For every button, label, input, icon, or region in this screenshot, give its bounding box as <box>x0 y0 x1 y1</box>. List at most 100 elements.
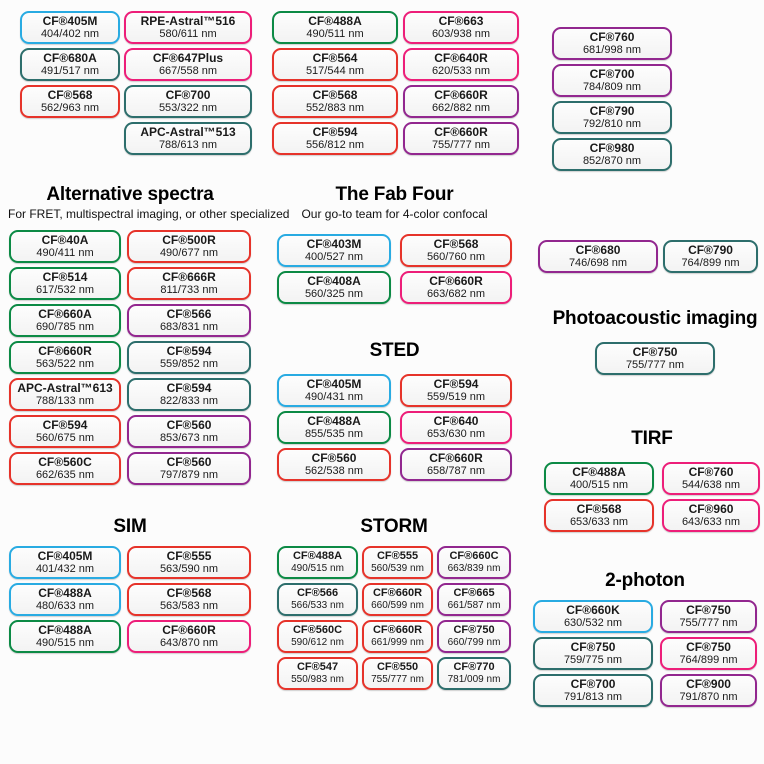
dye-ex-em-range: 788/133 nm <box>35 395 95 407</box>
dye-name: CF®790 <box>589 104 635 118</box>
dye-ex-em-range: 667/558 nm <box>158 65 218 77</box>
dye-name: APC-Astral™513 <box>140 125 236 139</box>
dye-ex-em-range: 663/682 nm <box>426 288 486 300</box>
dye-ex-em-range: 580/611 nm <box>159 28 217 40</box>
dye-ex-em-range: 663/839 nm <box>447 563 501 574</box>
dye-ex-em-range: 660/599 nm <box>371 600 424 611</box>
dye-name: CF®488A <box>292 550 343 562</box>
dye-name: CF®660R <box>434 125 488 139</box>
dye-name: CF®660R <box>372 624 423 636</box>
dye-ex-em-range: 781/009 nm <box>447 674 501 685</box>
dye-name: CF®568 <box>166 586 212 600</box>
dye-ex-em-range: 480/633 nm <box>35 600 95 612</box>
dye-name: CF®960 <box>688 502 734 516</box>
group-title: STED <box>369 340 420 361</box>
dye-ex-em-range: 590/612 nm <box>291 637 344 648</box>
dye-ex-em-range: 544/638 nm <box>681 479 741 491</box>
dye-name: CF®488A <box>572 465 626 479</box>
dye-ex-em-range: 690/785 nm <box>35 321 95 333</box>
group-title: 2-photon <box>605 570 685 591</box>
group-fab-four: The Fab Four Our go-to team for 4-color … <box>277 184 512 308</box>
dye-name: CF®790 <box>688 243 733 257</box>
dye-ex-em-range: 630/532 nm <box>563 617 623 629</box>
group-title: Alternative spectra <box>46 184 214 205</box>
dye-ex-em-range: 617/532 nm <box>35 284 95 296</box>
dye-name: CF®560 <box>166 455 212 469</box>
dye-ex-em-range: 811/733 nm <box>160 284 218 296</box>
dye-name: CF®488A <box>307 414 361 428</box>
dye-name: CF®640R <box>434 51 488 65</box>
dye-name: CF®750 <box>686 640 731 654</box>
group-title: The Fab Four <box>335 184 454 205</box>
dye-name: CF®405M <box>306 377 362 391</box>
dye-name: CF®560 <box>166 418 212 432</box>
dye-name: CF®700 <box>165 88 211 102</box>
dye-ex-em-range: 791/870 nm <box>679 691 738 703</box>
dye-name: CF®594 <box>166 381 212 395</box>
dye-ex-em-range: 490/515 nm <box>35 637 95 649</box>
dye-name: CF®594 <box>433 377 479 391</box>
dye-name: CF®568 <box>312 88 358 102</box>
dye-ex-em-range: 552/883 nm <box>305 102 365 114</box>
dye-ex-em-range: 755/777 nm <box>371 674 424 685</box>
dye-name: CF®770 <box>453 661 495 673</box>
dye-name: CF®594 <box>312 125 358 139</box>
dye-ex-em-range: 764/899 nm <box>681 257 740 269</box>
dye-ex-em-range: 559/519 nm <box>426 391 486 403</box>
dye-ex-em-range: 517/544 nm <box>305 65 365 77</box>
dye-name: CF®660K <box>566 603 620 617</box>
dye-ex-em-range: 759/775 nm <box>563 654 623 666</box>
dye-ex-em-range: 563/590 nm <box>159 563 219 575</box>
dye-ex-em-range: 661/999 nm <box>371 637 424 648</box>
dye-name: CF®514 <box>42 270 88 284</box>
dye-name: CF®666R <box>162 270 216 284</box>
dye-ex-em-range: 490/677 nm <box>159 247 219 259</box>
dye-name: CF®547 <box>296 661 339 673</box>
dye-ex-em-range: 662/635 nm <box>35 469 95 481</box>
dye-name: CF®750 <box>686 603 731 617</box>
dye-name: CF®550 <box>376 661 419 673</box>
dye-name: CF®660R <box>38 344 92 358</box>
dye-name: CF®660A <box>38 307 92 321</box>
dye-ex-em-range: 560/675 nm <box>35 432 95 444</box>
